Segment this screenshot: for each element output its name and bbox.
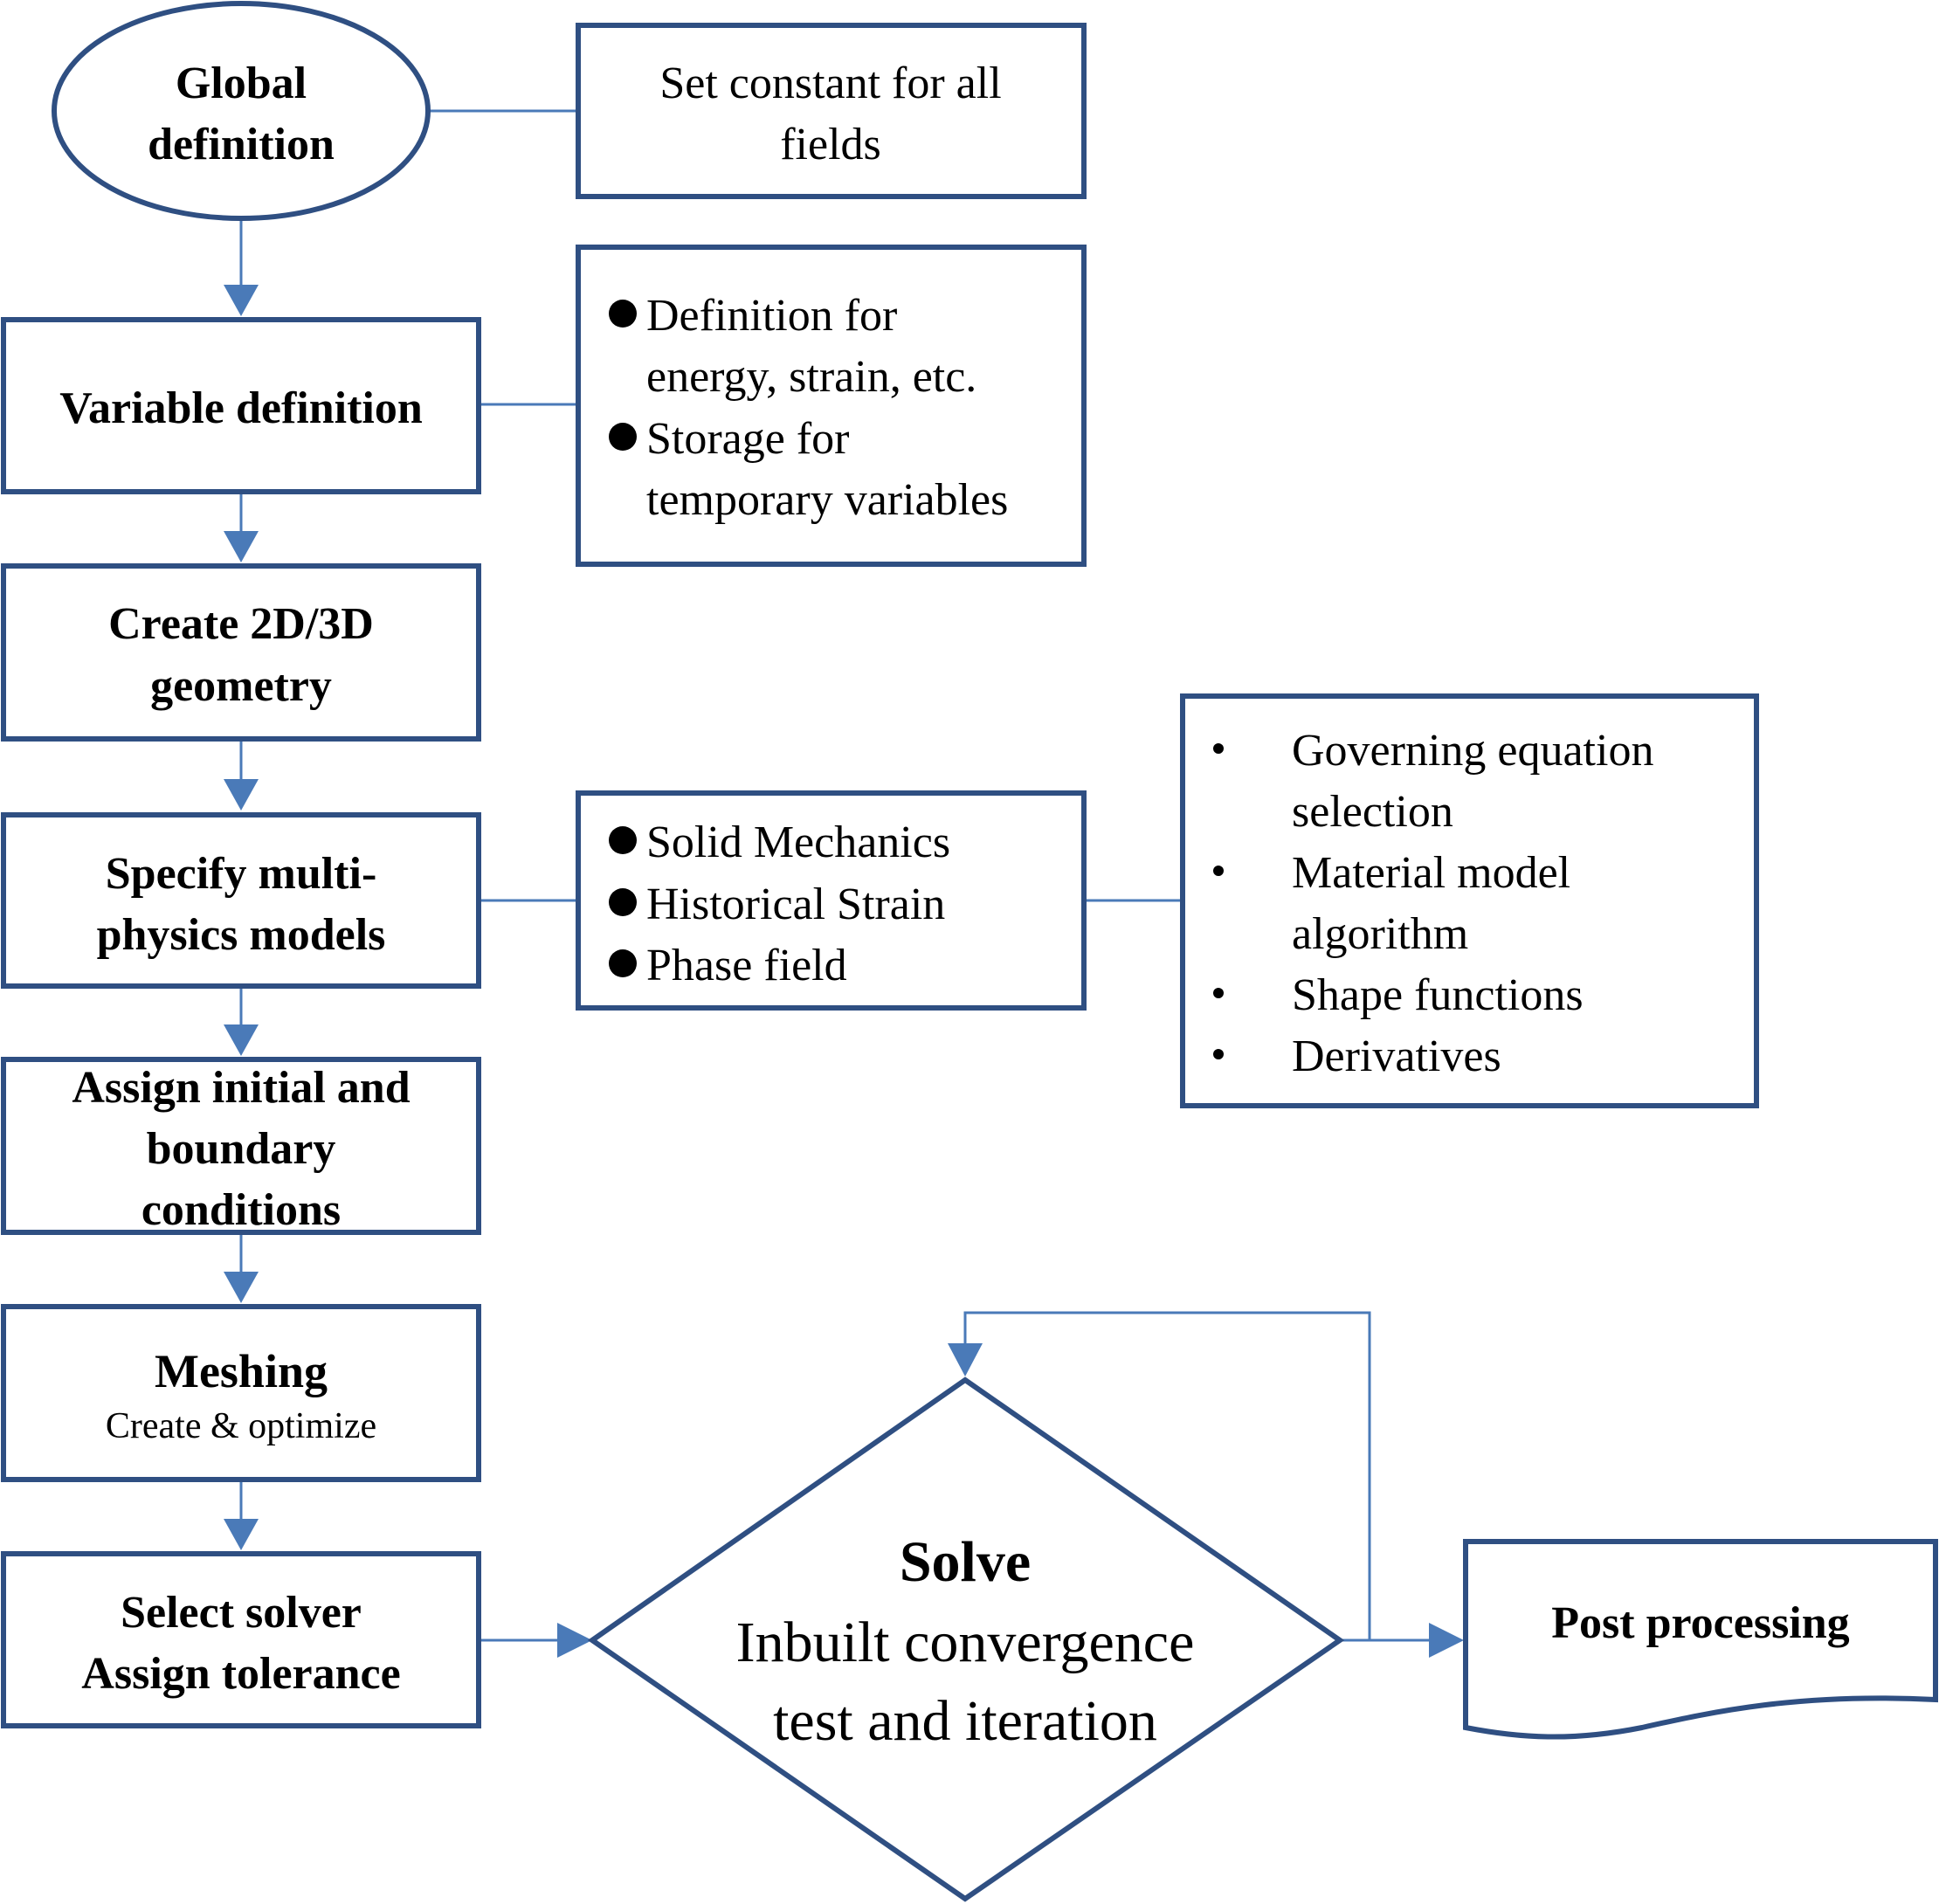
bullet-icon — [609, 826, 637, 854]
global-definition-line2: definition — [148, 120, 335, 169]
arrowhead-variable — [224, 285, 259, 316]
physics-item-3: Phase field — [646, 941, 847, 990]
variable-definition-label: Variable definition — [59, 383, 423, 433]
variable-note-1-line1: Definition for — [646, 291, 897, 341]
boundary-conditions-line3: conditions — [141, 1185, 341, 1235]
boundary-conditions-line1: Assign initial and — [72, 1063, 410, 1113]
bullet-icon — [609, 423, 637, 451]
create-geometry-line1: Create 2D/3D — [108, 599, 374, 649]
solve-node: Solve Inbuilt convergence test and itera… — [587, 1376, 1345, 1902]
physics-detail-4: Derivatives — [1292, 1031, 1501, 1081]
bullet-icon — [1213, 1049, 1224, 1059]
arrowhead-meshing — [224, 1272, 259, 1303]
physics-detail-1-line1: Governing equation — [1292, 726, 1653, 776]
variable-notes-node: Definition for energy, strain, etc. Stor… — [576, 245, 1087, 567]
bullet-icon — [609, 888, 637, 916]
arrowhead-post — [1429, 1623, 1464, 1658]
solve-title: Solve — [900, 1530, 1031, 1594]
arrowhead-bc — [224, 1024, 259, 1056]
connector-iteration-loop — [963, 1311, 1371, 1640]
set-constant-line1: Set constant for all — [659, 59, 1001, 108]
connectors — [224, 109, 1464, 1658]
solve-line2: test and iteration — [773, 1689, 1157, 1753]
multiphysics-node: Specify multi- physics models — [1, 812, 481, 989]
multiphysics-line2: physics models — [97, 910, 386, 960]
create-geometry-line2: geometry — [150, 661, 332, 711]
solver-node: Select solver Assign tolerance — [1, 1551, 481, 1728]
physics-detail-2-line1: Material model — [1292, 848, 1570, 898]
arrowhead-iteration — [948, 1343, 983, 1376]
set-constant-line2: fields — [780, 120, 881, 169]
post-processing-label: Post processing — [1551, 1598, 1849, 1648]
solver-line2: Assign tolerance — [81, 1649, 400, 1699]
solver-line1: Select solver — [121, 1588, 362, 1638]
bullet-icon — [1213, 743, 1224, 754]
bullet-icon — [1213, 866, 1224, 876]
arrowhead-geometry — [224, 531, 259, 562]
arrowhead-solver — [224, 1519, 259, 1550]
physics-detail-1-line2: selection — [1292, 787, 1453, 837]
arrowhead-solve — [557, 1623, 592, 1658]
global-definition-line1: Global — [176, 59, 307, 108]
boundary-conditions-node: Assign initial and boundary conditions — [1, 1057, 481, 1235]
meshing-node: Meshing Create & optimize — [1, 1304, 481, 1482]
boundary-conditions-line2: boundary — [147, 1124, 336, 1174]
post-processing-node: Post processing — [1463, 1539, 1938, 1740]
arrowhead-multiphysics — [224, 779, 259, 811]
physics-detail-2-line2: algorithm — [1292, 909, 1468, 959]
physics-list-node: Solid Mechanics Historical Strain Phase … — [576, 790, 1087, 1011]
bullet-icon — [609, 300, 637, 328]
bullet-icon — [609, 949, 637, 977]
variable-definition-node: Variable definition — [1, 317, 481, 494]
solve-line1: Inbuilt convergence — [736, 1611, 1195, 1674]
bullet-icon — [1213, 988, 1224, 998]
physics-details-node: Governing equation selection Material mo… — [1180, 693, 1759, 1108]
global-definition-node: Global definition — [52, 1, 431, 221]
meshing-subtitle: Create & optimize — [106, 1406, 376, 1446]
meshing-title: Meshing — [155, 1345, 328, 1397]
set-constant-node: Set constant for all fields — [576, 23, 1087, 199]
variable-note-1-line2: energy, strain, etc. — [646, 352, 976, 402]
physics-item-1: Solid Mechanics — [646, 817, 950, 867]
variable-note-2-line1: Storage for — [646, 414, 849, 464]
multiphysics-line1: Specify multi- — [106, 849, 377, 899]
variable-note-2-line2: temporary variables — [646, 475, 1008, 525]
physics-item-2: Historical Strain — [646, 880, 945, 929]
create-geometry-node: Create 2D/3D geometry — [1, 563, 481, 742]
physics-detail-3: Shape functions — [1292, 970, 1584, 1020]
